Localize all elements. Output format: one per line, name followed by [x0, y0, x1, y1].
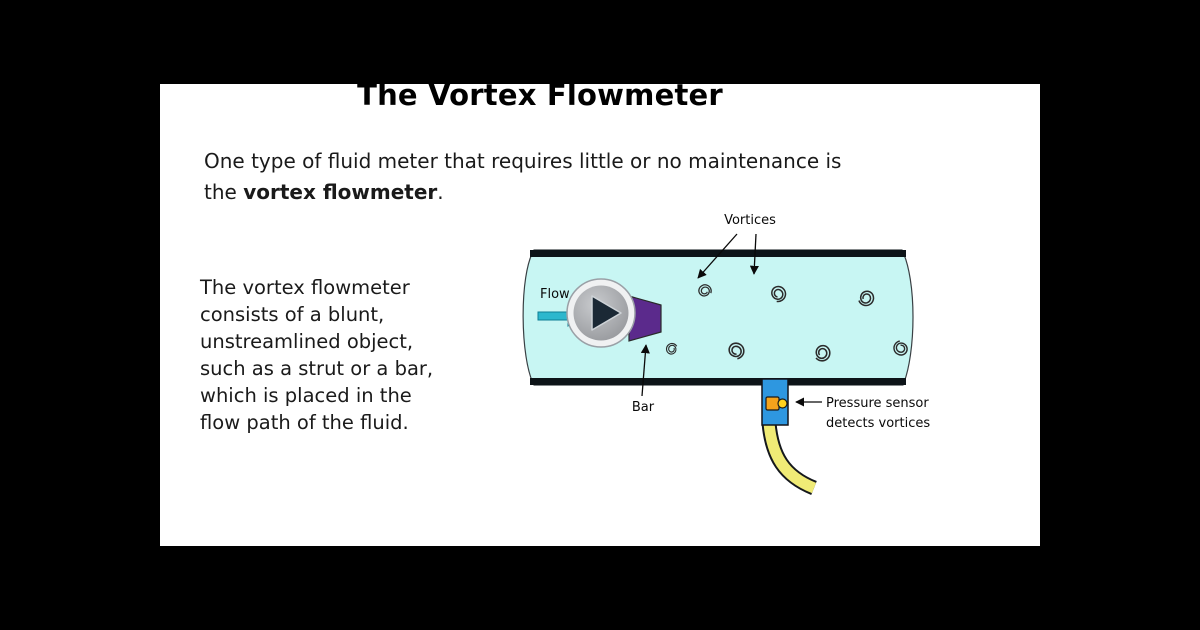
- pressure-sensor-label-line1: Pressure sensor: [826, 396, 929, 411]
- slide: The Vortex Flowmeter One type of fluid m…: [160, 78, 1040, 546]
- vortices-arrow-right: [749, 233, 759, 275]
- pressure-sensor-knob: [777, 398, 788, 409]
- intro-paragraph: One type of fluid meter that requires li…: [204, 146, 944, 208]
- vortices-label: Vortices: [724, 213, 776, 228]
- intro-text-prefix: One type of fluid meter that requires li…: [204, 149, 842, 204]
- pressure-sensor-label: Pressure sensor detects vortices: [826, 394, 930, 434]
- pressure-sensor-element: [765, 396, 780, 411]
- page-title: The Vortex Flowmeter: [357, 78, 723, 112]
- intro-text-bold: vortex flowmeter: [243, 180, 438, 204]
- bar-label: Bar: [631, 400, 655, 415]
- vortices-arrow-left: [697, 233, 738, 279]
- video-play-button[interactable]: [563, 275, 639, 351]
- diagram-graphics: [522, 233, 914, 495]
- bar-arrow: [640, 344, 650, 397]
- description-paragraph: The vortex flowmeter consists of a blunt…: [200, 276, 434, 434]
- pressure-sensor-label-line2: detects vortices: [826, 416, 931, 431]
- sensor-cable: [763, 422, 817, 494]
- intro-text-suffix: .: [437, 180, 444, 204]
- flow-label: Flow: [540, 287, 570, 302]
- annotation-arrows: [640, 233, 822, 407]
- play-icon: [591, 295, 622, 331]
- vortex-flowmeter-diagram: Vortices Flow Bar Pressure sensor detect…: [510, 204, 950, 504]
